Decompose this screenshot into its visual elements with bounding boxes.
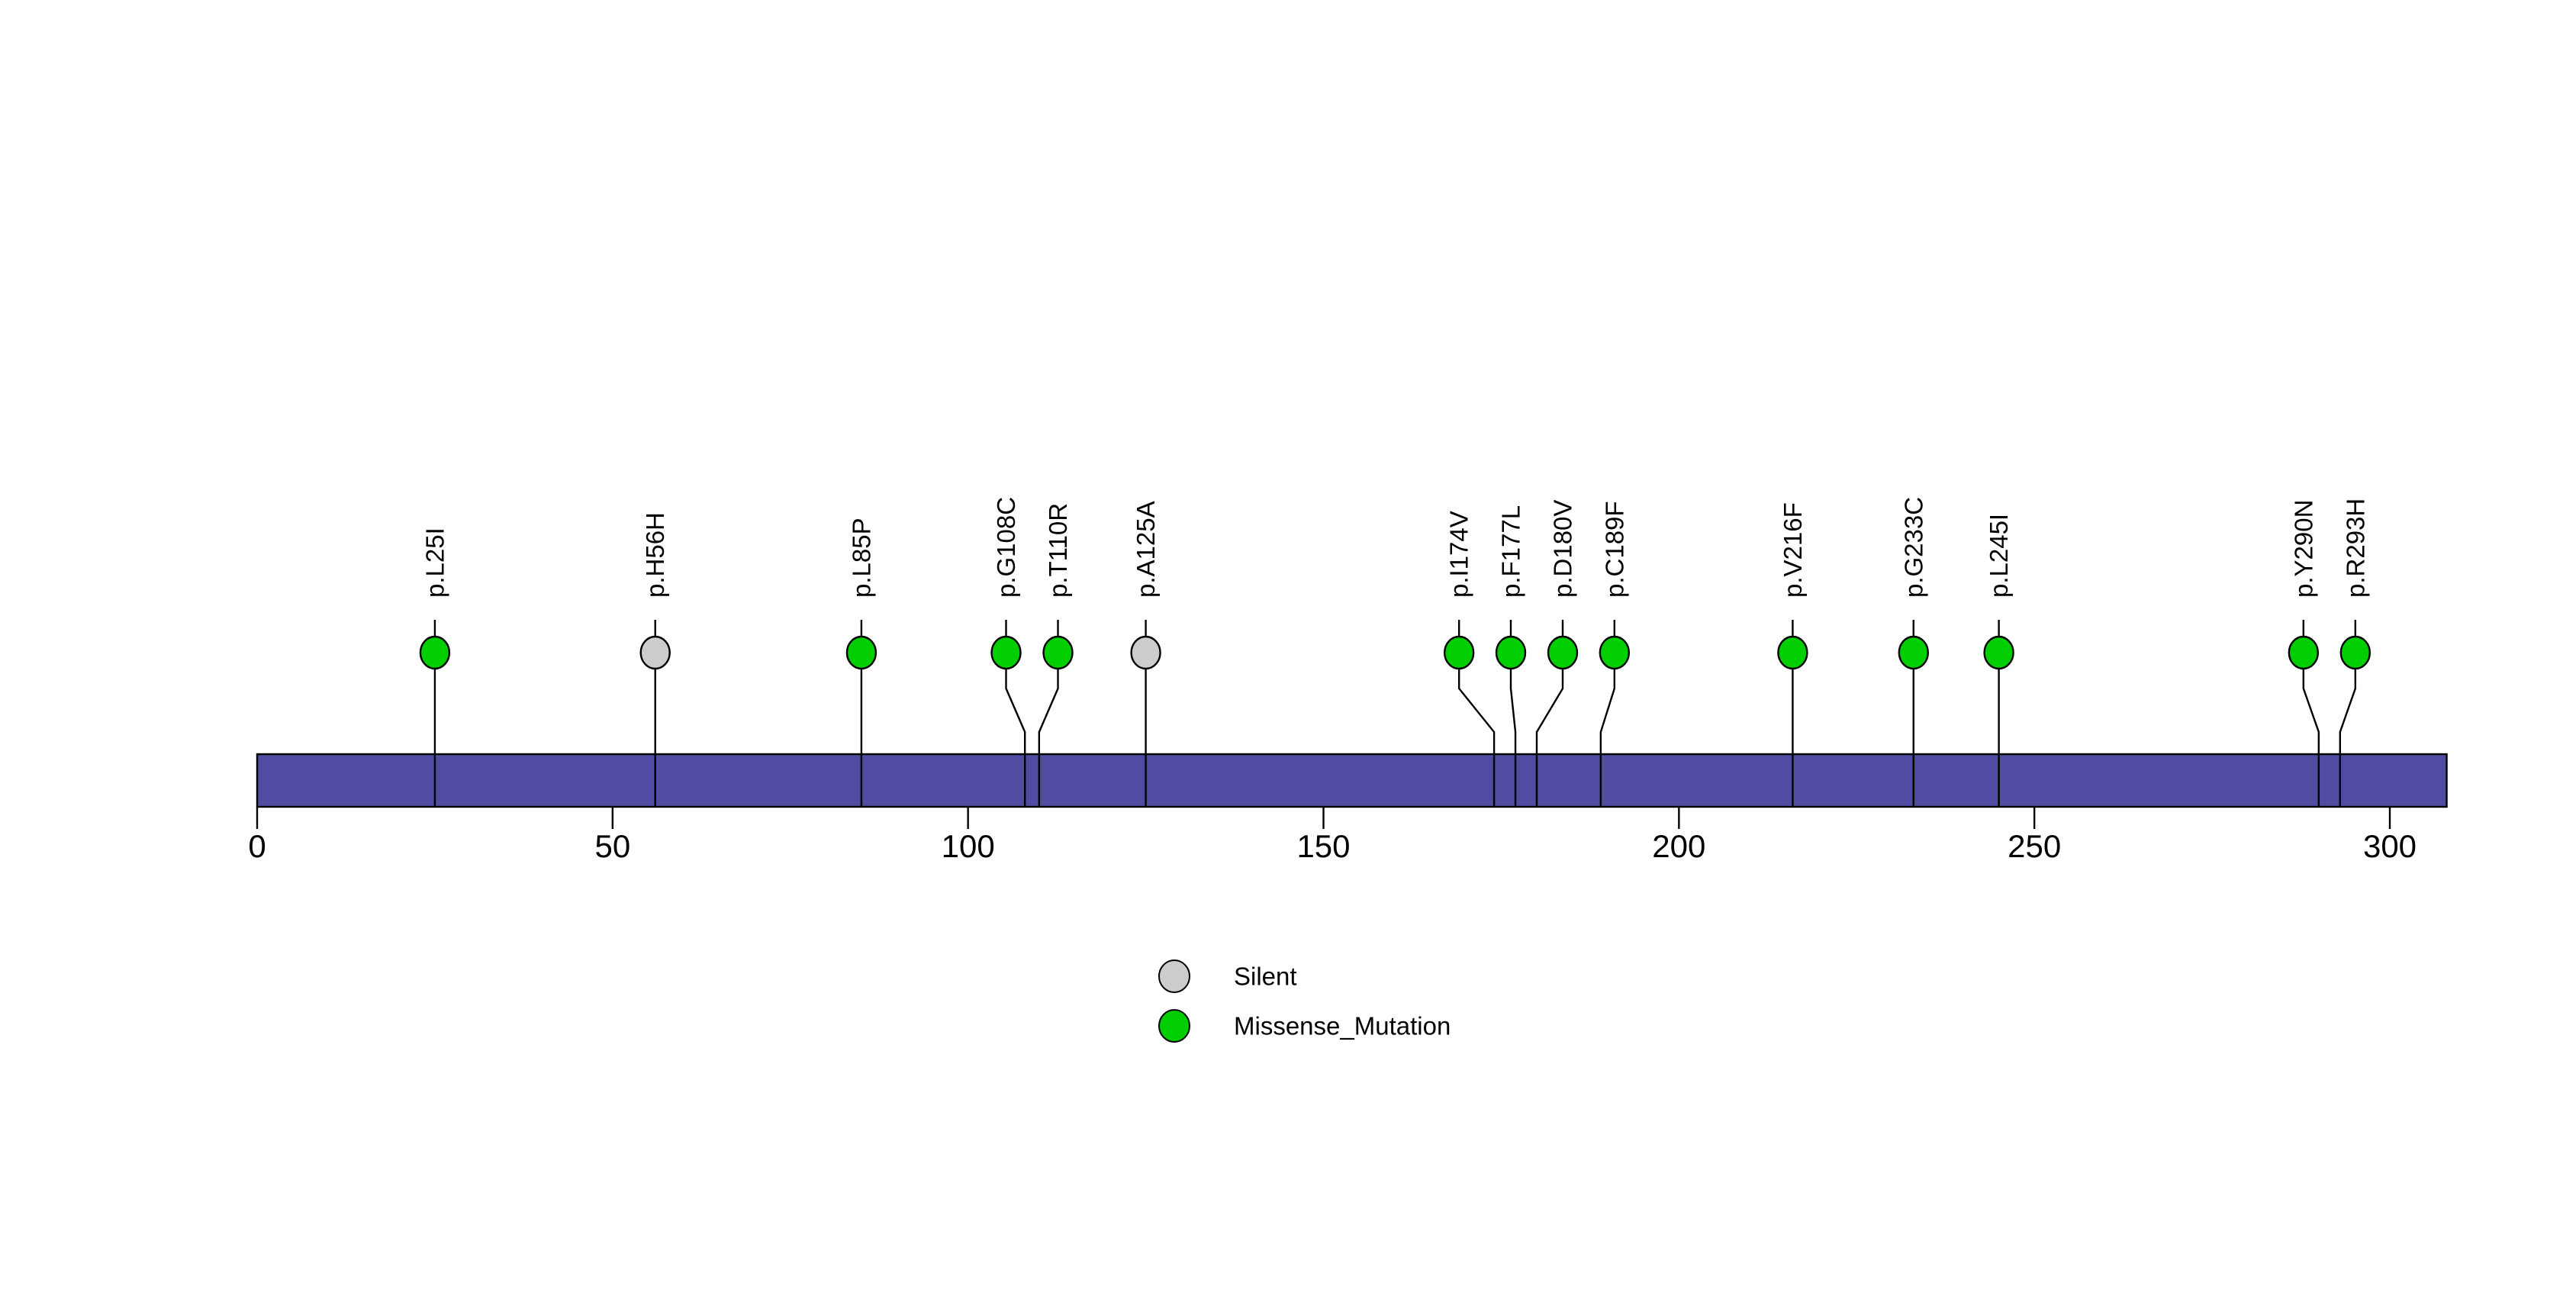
legend-marker-silent — [1158, 959, 1190, 993]
lollipop-circle-missense_mutation — [1777, 635, 1808, 670]
lollipop-circle-missense_mutation — [2288, 635, 2320, 670]
lollipop-circle-missense_mutation — [1443, 635, 1475, 670]
legend-marker-missense_mutation — [1158, 1009, 1190, 1043]
mutation-label: p.H56H — [641, 512, 669, 598]
lollipop-circle-missense_mutation — [1898, 635, 1929, 670]
mutation-label: p.T110R — [1044, 503, 1072, 598]
axis-tick-label: 0 — [248, 828, 266, 864]
lollipop-circle-missense_mutation — [990, 635, 1022, 670]
lollipop-circle-missense_mutation — [1983, 635, 2014, 670]
protein-backbone-bar — [256, 753, 2448, 808]
legend-label: Silent — [1234, 963, 1297, 991]
axis-tick-label: 200 — [1652, 828, 1705, 864]
axis-tick-label: 300 — [2363, 828, 2417, 864]
mutation-label: p.A125A — [1132, 501, 1160, 598]
lollipop-circle-missense_mutation — [1042, 635, 1074, 670]
mutation-label: p.G233C — [1899, 497, 1927, 598]
lollipop-circle-missense_mutation — [1495, 635, 1527, 670]
lollipop-circle-missense_mutation — [1599, 635, 1631, 670]
mutation-label: p.L85P — [847, 518, 875, 598]
mutation-label: p.F177L — [1497, 505, 1525, 598]
lollipop-circles — [419, 635, 2372, 670]
mutation-label: p.C189F — [1600, 501, 1628, 598]
axis-tick-label: 50 — [594, 828, 630, 864]
mutation-label: p.L25I — [420, 527, 449, 598]
mutation-label: p.R293H — [2341, 498, 2369, 598]
lollipop-circle-silent — [639, 635, 671, 670]
axis-tick-label: 250 — [2008, 828, 2061, 864]
axis-tick-label: 150 — [1296, 828, 1350, 864]
mutation-labels: p.L25I p.H56H p.L85P p.G108C p.T110R p.A125A p… — [420, 497, 2369, 598]
mutation-label: p.D180V — [1549, 500, 1577, 598]
x-axis: 0 50 100 150 200 250 300 — [248, 807, 2417, 864]
lollipop-circle-silent — [1130, 635, 1161, 670]
lollipop-circle-missense_mutation — [1547, 635, 1579, 670]
mutation-label: p.G108C — [992, 497, 1020, 598]
axis-tick-label: 100 — [942, 828, 995, 864]
lollipop-circle-missense_mutation — [845, 635, 877, 670]
mutation-label: p.L245I — [1985, 514, 2013, 598]
mutation-label: p.I174V — [1445, 511, 1473, 598]
legend-label: Missense_Mutation — [1234, 1012, 1451, 1040]
mutation-label: p.Y290N — [2289, 500, 2317, 598]
lollipop-circle-missense_mutation — [419, 635, 451, 670]
lollipop-circle-missense_mutation — [2339, 635, 2372, 670]
mutation-label: p.V216F — [1779, 502, 1807, 598]
